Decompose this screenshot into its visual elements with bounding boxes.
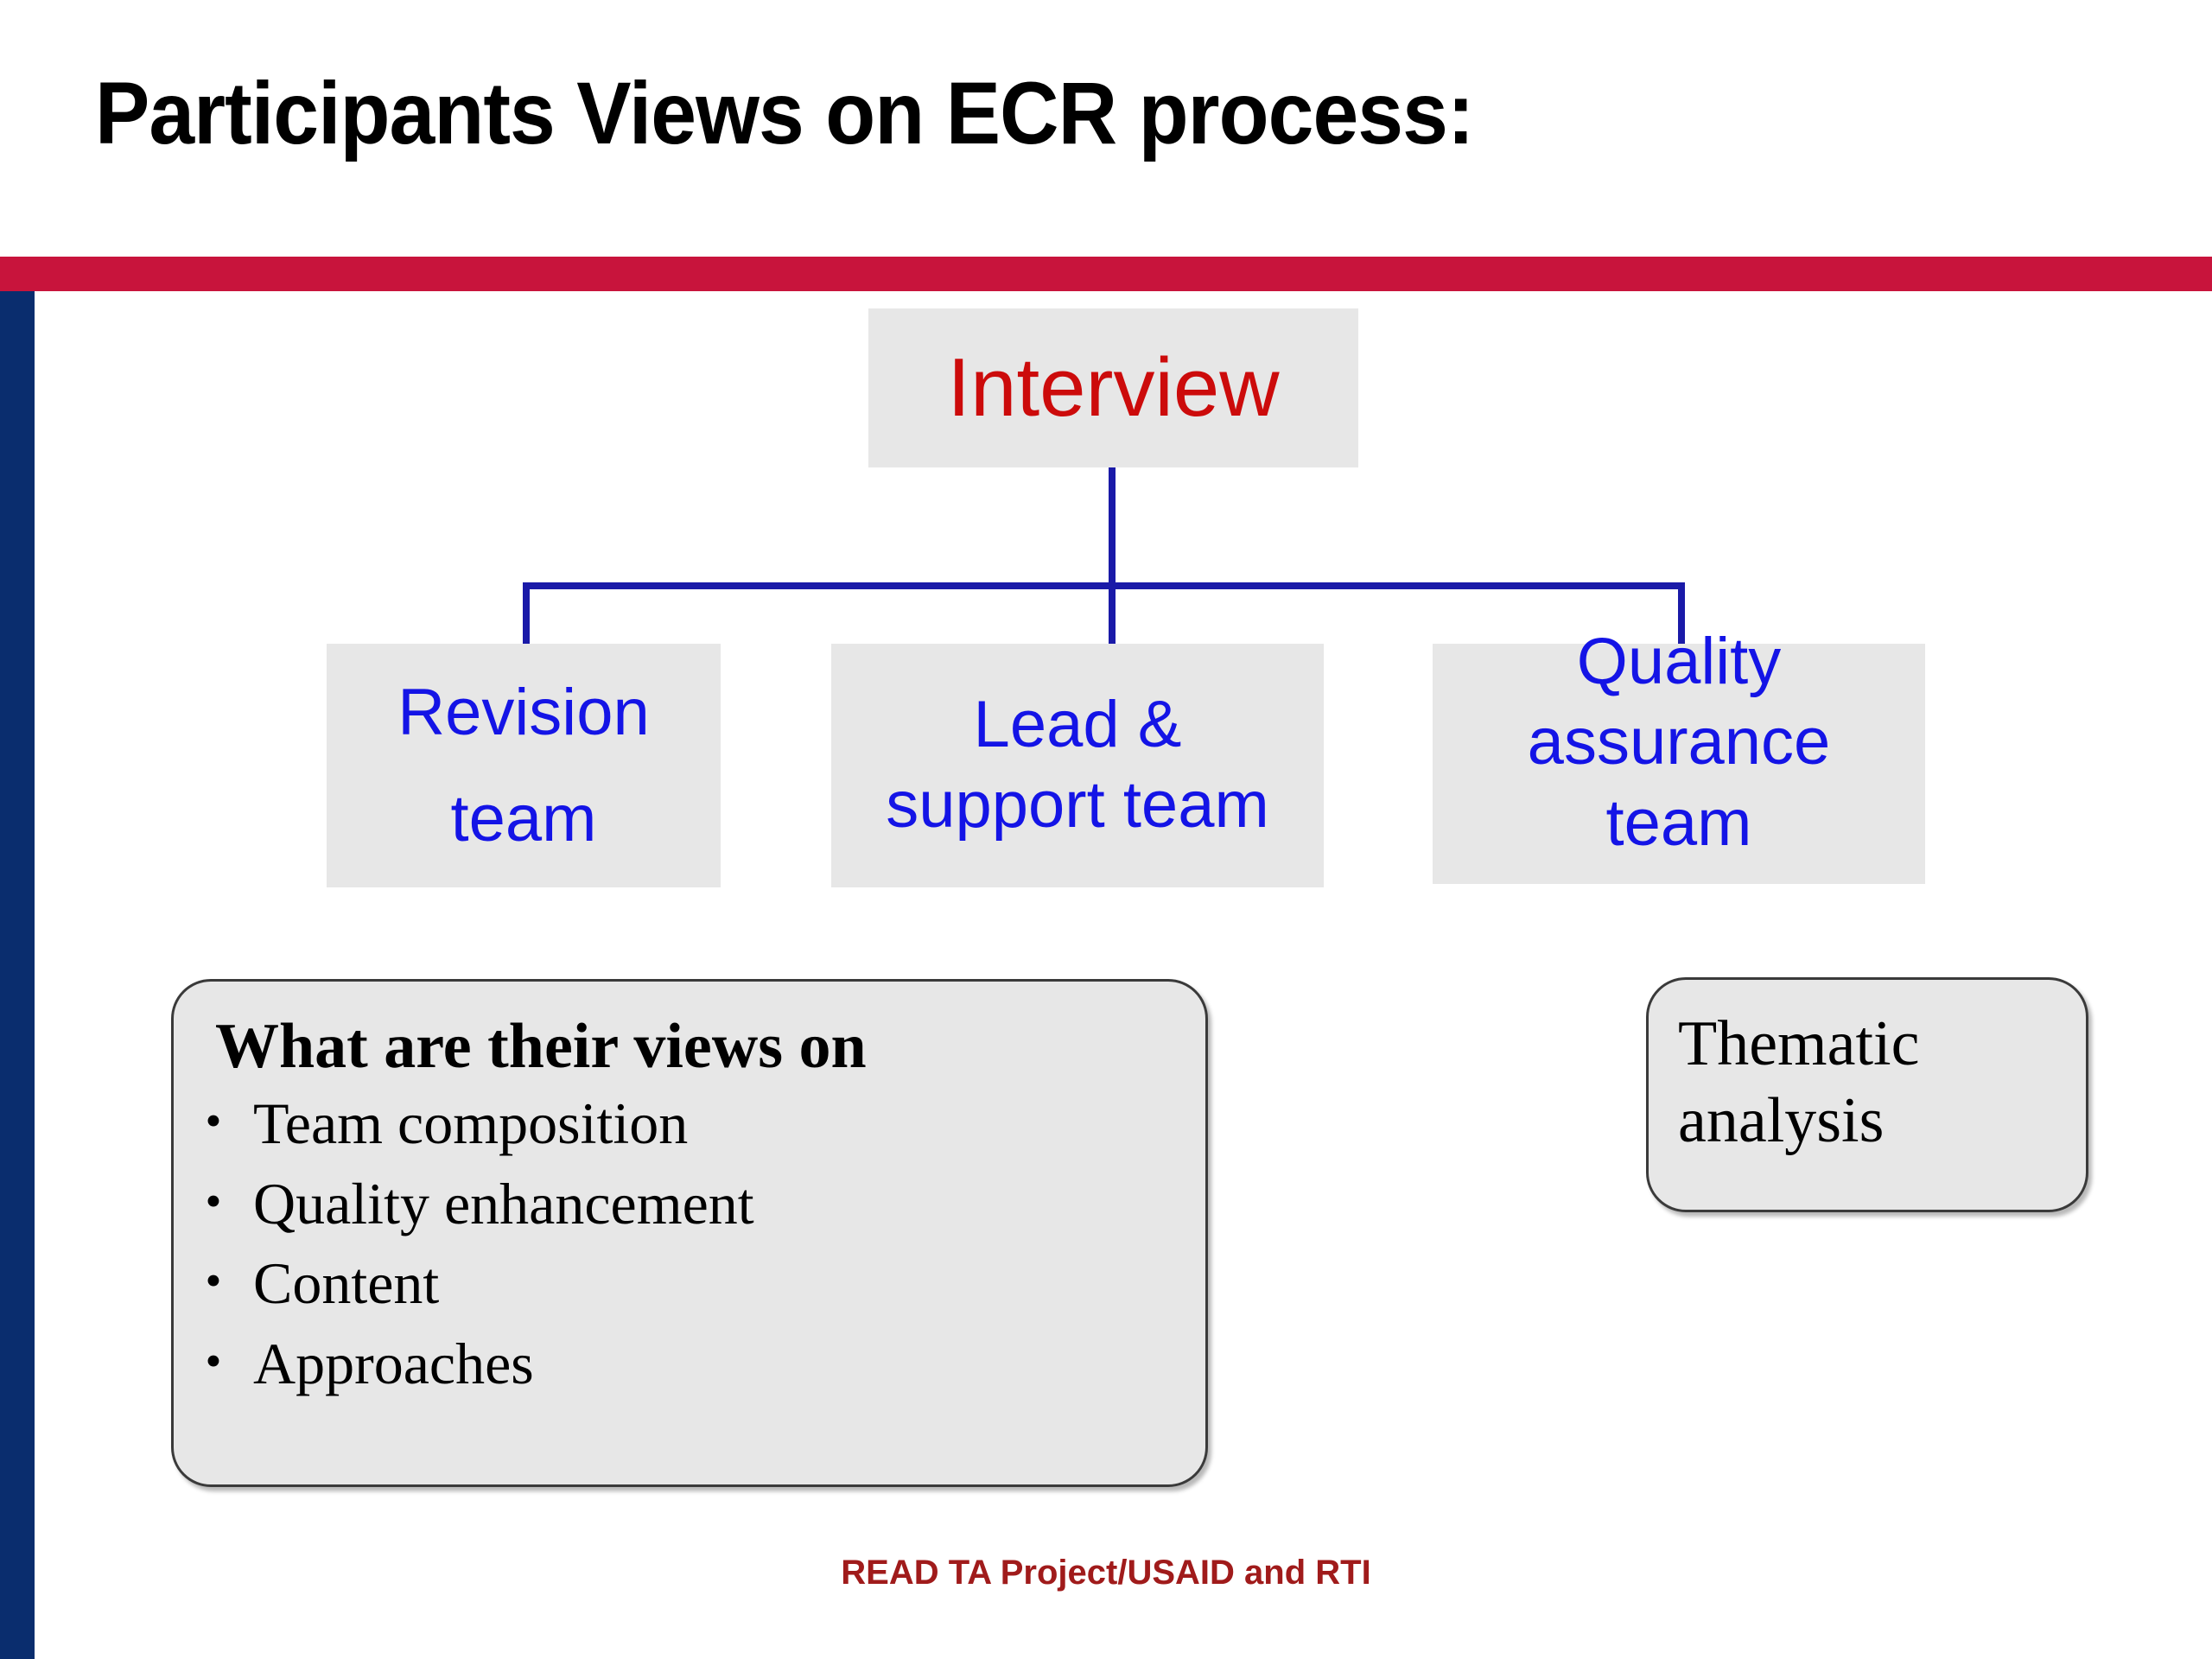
connector-horizontal-bus [523, 582, 1685, 589]
views-bullet-list: • Team composition • Quality enhancement • Co… [174, 1093, 1205, 1414]
node-interview: Interview [868, 308, 1358, 467]
thematic-analysis-box: Thematic analysis [1646, 977, 2088, 1212]
bullet-icon: • [205, 1255, 222, 1307]
views-list-item-label: Content [253, 1250, 440, 1317]
views-callout-box: What are their views on • Team compositio… [171, 979, 1208, 1487]
views-list-item: • Approaches [174, 1333, 1205, 1414]
connector-drop-quality-assurance [1678, 582, 1685, 644]
bullet-icon: • [205, 1094, 222, 1147]
bullet-icon: • [205, 1335, 222, 1388]
bullet-icon: • [205, 1174, 222, 1227]
views-list-item: • Content [174, 1253, 1205, 1333]
node-interview-label: Interview [947, 341, 1280, 434]
views-list-item: • Quality enhancement [174, 1173, 1205, 1254]
connector-drop-lead-support [1109, 582, 1116, 644]
connector-drop-revision [523, 582, 530, 644]
connector-stem-interview [1109, 467, 1116, 589]
node-lead-support-team: Lead &support team [831, 644, 1324, 887]
views-list-item-label: Approaches [253, 1331, 534, 1397]
thematic-analysis-label: Thematic analysis [1678, 1008, 1920, 1156]
page-title: Participants Views on ECR process: [95, 64, 1475, 162]
views-list-item-label: Quality enhancement [253, 1170, 754, 1236]
views-list-item: • Team composition [174, 1093, 1205, 1173]
accent-bar-blue [0, 291, 35, 1659]
footer-credit: READ TA Project/USAID and RTI [841, 1554, 1371, 1592]
views-list-item-label: Team composition [253, 1090, 689, 1156]
accent-bar-red [0, 257, 2212, 291]
node-lead-support-team-label: Lead &support team [886, 688, 1269, 842]
views-heading: What are their views on [215, 1011, 867, 1082]
